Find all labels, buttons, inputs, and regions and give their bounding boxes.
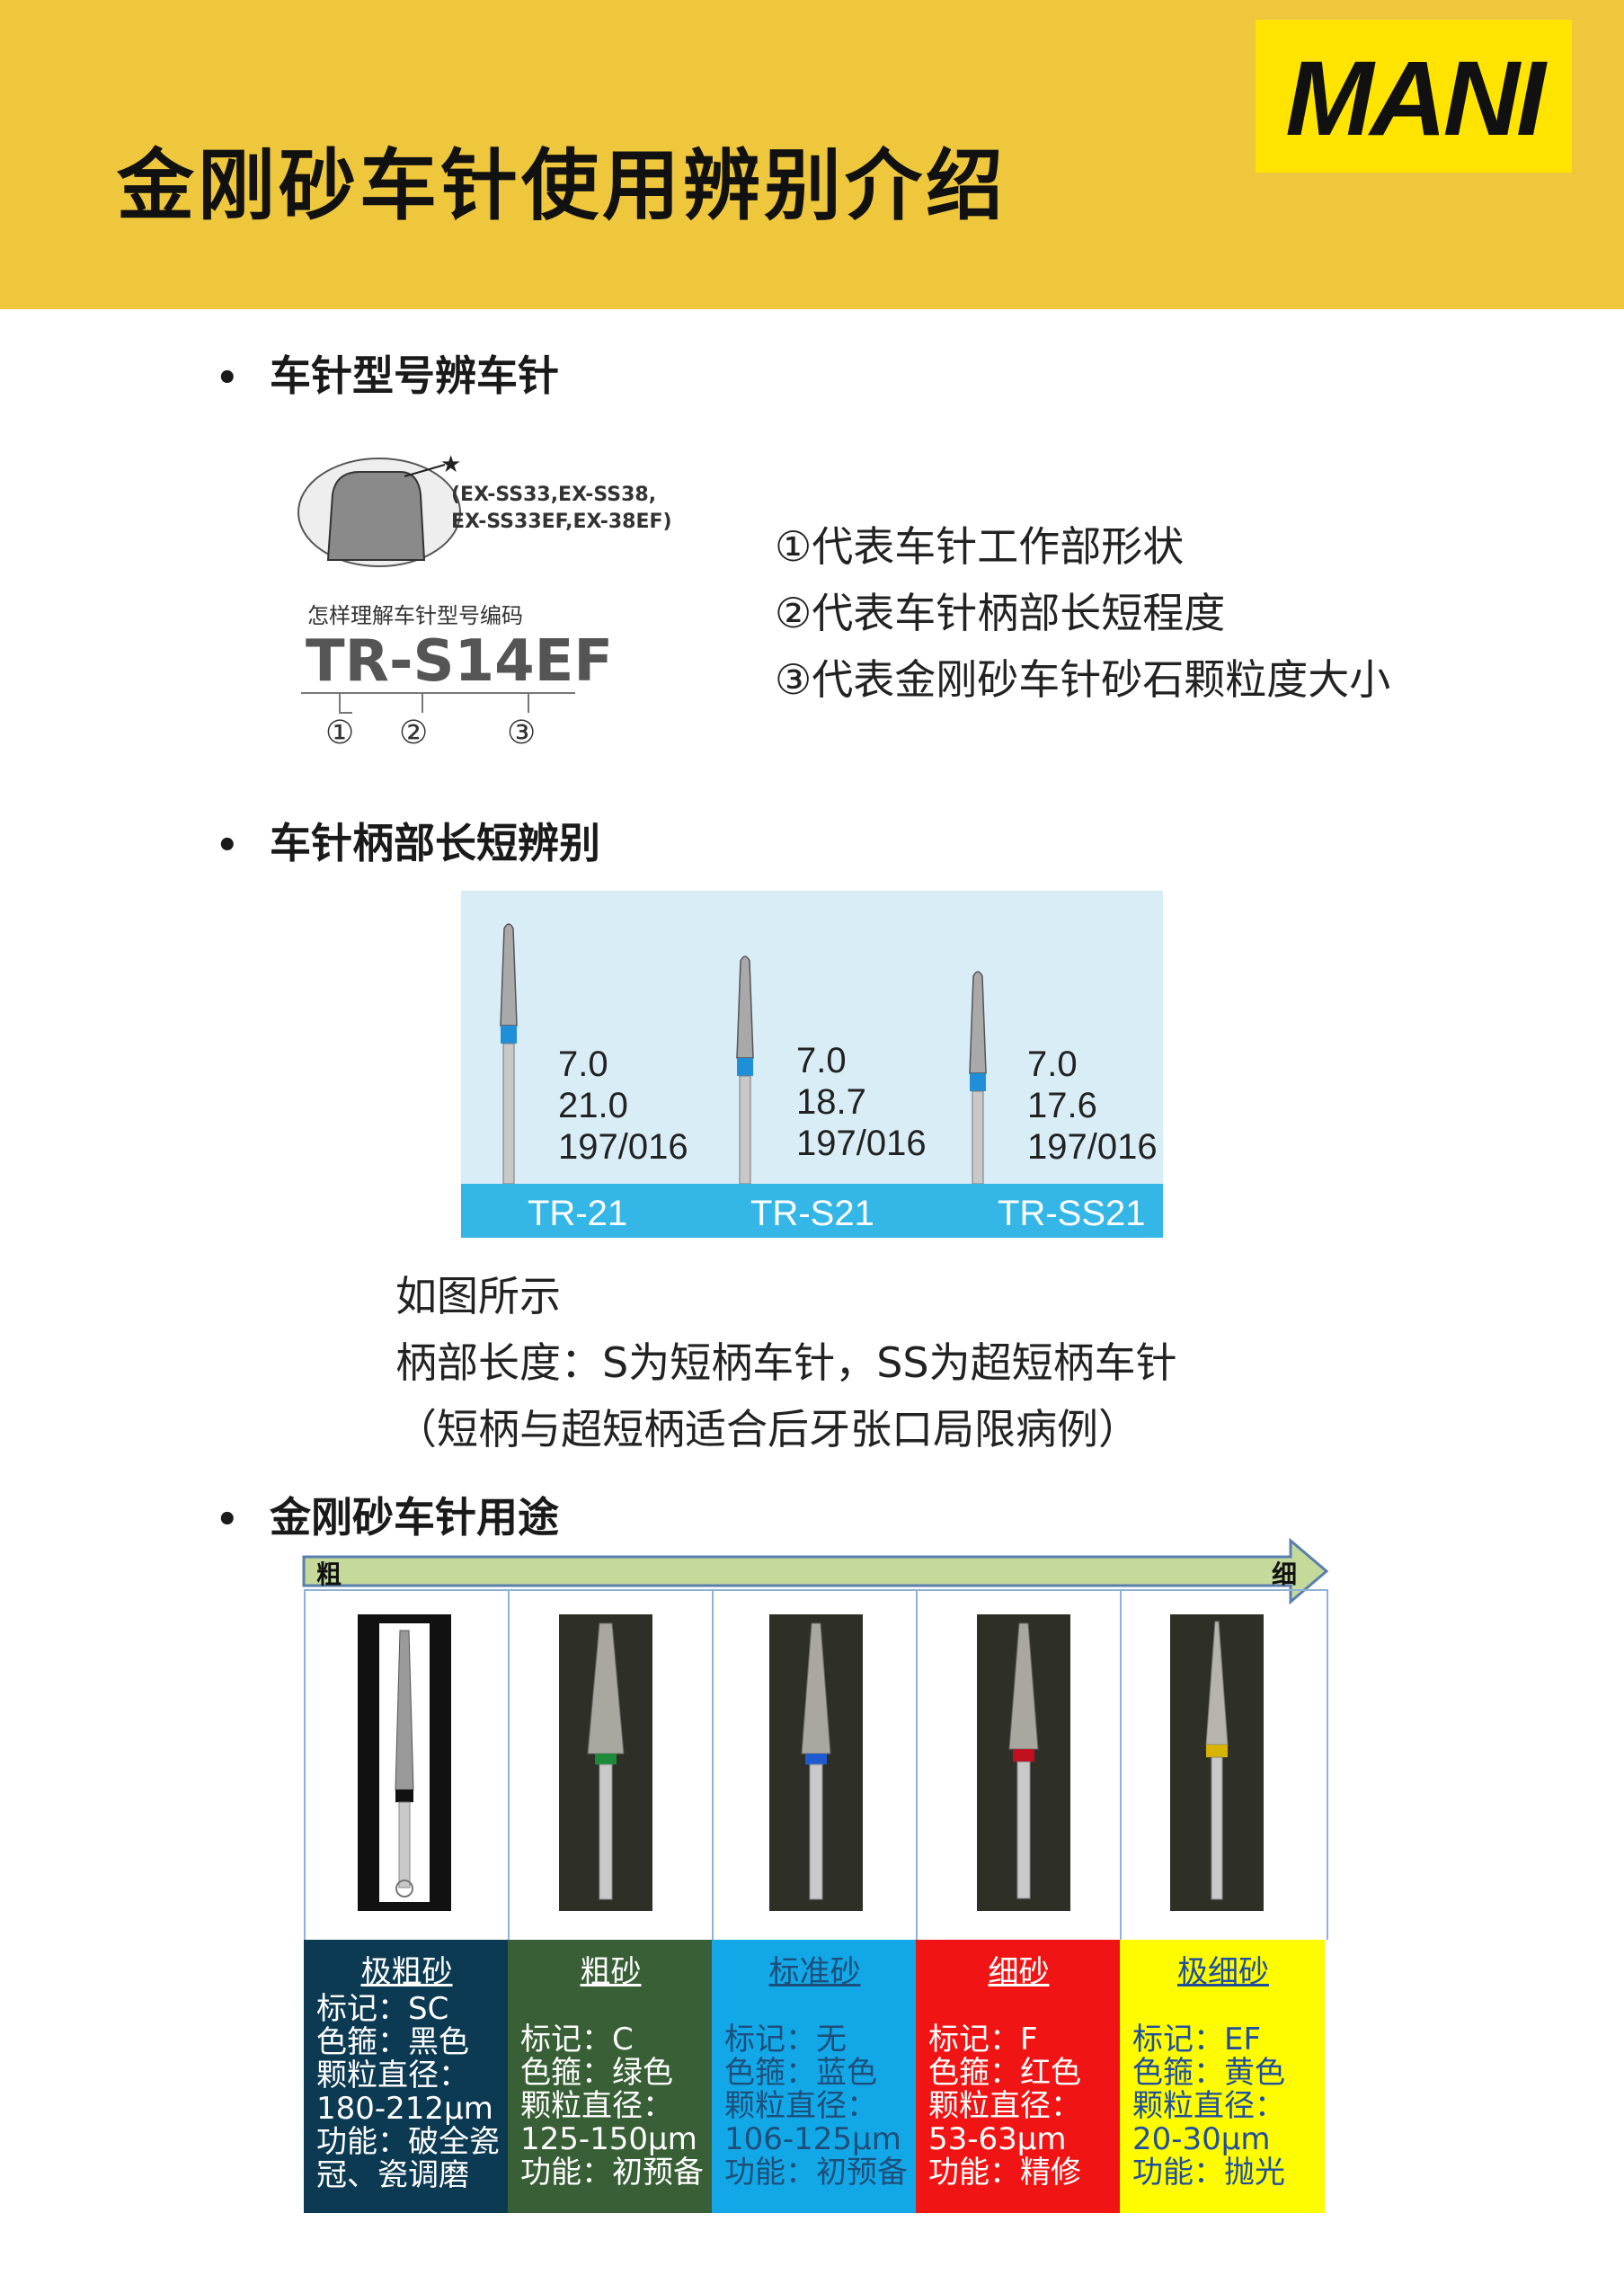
header-band: 金刚砂车针使用辨别介绍 MANI bbox=[0, 0, 1624, 309]
grit-cell-sc: 极粗砂 标记：SC 色箍：黑色 颗粒直径： 180-212μm 功能：破全瓷 冠… bbox=[304, 1940, 508, 2213]
bur-photo-c bbox=[559, 1614, 652, 1911]
bur-cell-c bbox=[508, 1591, 714, 1940]
grit-cell-ef: 极细砂 标记：EF 色箍：黄色 颗粒直径： 20-30μm 功能：抛光 bbox=[1120, 1940, 1325, 2213]
bur-tr-ss21 bbox=[969, 971, 987, 1185]
code-caption: 怎样理解车针型号编码 bbox=[307, 603, 523, 628]
page-title: 金刚砂车针使用辨别介绍 bbox=[117, 141, 1007, 231]
grit-title: 标准砂 bbox=[768, 1954, 861, 1990]
marker-1: ① bbox=[325, 715, 354, 751]
note-grit-size: ③代表金刚砂车针砂石颗粒度大小 bbox=[775, 655, 1391, 704]
coarse-to-fine-arrow bbox=[302, 1537, 1329, 1605]
shank-note-2: 柄部长度：S为短柄车针，SS为超短柄车针 bbox=[395, 1338, 1177, 1387]
note-shape: ①代表车针工作部形状 bbox=[775, 522, 1185, 571]
note-shank-length: ②代表车针柄部长短程度 bbox=[775, 589, 1226, 637]
bur-cell-sc bbox=[304, 1591, 510, 1940]
grit-title: 极细砂 bbox=[1177, 1954, 1269, 1990]
grit-cell-c: 粗砂 标记：C 色箍：绿色 颗粒直径： 125-150μm 功能：初预备 bbox=[508, 1940, 712, 2213]
marker-2: ② bbox=[399, 715, 428, 751]
grit-cell-f: 细砂 标记：F 色箍：红色 颗粒直径： 53-63μm 功能：精修 bbox=[916, 1940, 1120, 2213]
grit-title: 极粗砂 bbox=[360, 1954, 453, 1990]
shank-note-3: （短柄与超短柄适合后牙张口局限病例） bbox=[395, 1405, 1140, 1453]
reference-models-line1: (EX-SS33,EX-SS38, bbox=[451, 484, 656, 506]
star-icon: ★ bbox=[440, 451, 461, 478]
bur-name-tr-21: TR-21 bbox=[528, 1194, 628, 1233]
bur-photo-standard bbox=[769, 1614, 863, 1911]
bur-cell-standard bbox=[712, 1591, 918, 1940]
shank-figure-base bbox=[461, 1184, 1163, 1238]
marker-3: ③ bbox=[507, 715, 536, 751]
bur-name-tr-s21: TR-S21 bbox=[750, 1194, 874, 1233]
arrow-label-fine: 细 bbox=[1272, 1560, 1298, 1589]
grit-title: 粗砂 bbox=[580, 1954, 642, 1990]
bur-cell-f bbox=[916, 1591, 1122, 1940]
bur-tr-21 bbox=[500, 923, 518, 1185]
bur-name-tr-ss21: TR-SS21 bbox=[998, 1194, 1146, 1233]
bur-photo-f bbox=[977, 1614, 1070, 1911]
bur-photo-ef bbox=[1170, 1614, 1264, 1911]
shank-note-1: 如图所示 bbox=[395, 1272, 561, 1320]
section1-heading: •车针型号辨车针 bbox=[216, 351, 559, 400]
grit-burs-photo-row bbox=[304, 1589, 1328, 1942]
bur-photo-sc bbox=[358, 1614, 451, 1911]
shank-burs-illustration bbox=[500, 923, 987, 1185]
model-code-figure: ★ (EX-SS33,EX-SS38, EX-SS33EF,EX-38EF) 怎… bbox=[297, 451, 672, 751]
logo-text: MANI bbox=[1285, 40, 1548, 158]
mani-logo: MANI bbox=[1256, 20, 1572, 173]
section2-heading: •车针柄部长短辨别 bbox=[216, 819, 600, 867]
reference-models-line2: EX-SS33EF,EX-38EF) bbox=[451, 511, 672, 533]
section3-heading: •金刚砂车针用途 bbox=[216, 1493, 559, 1542]
pointer-line bbox=[404, 464, 446, 477]
model-code: TR-S14EF bbox=[306, 628, 613, 695]
mani-logo-mark: MANI bbox=[1285, 40, 1551, 158]
grit-info-row: 极粗砂 标记：SC 色箍：黑色 颗粒直径： 180-212μm 功能：破全瓷 冠… bbox=[304, 1940, 1328, 2213]
bur-cell-ef bbox=[1120, 1591, 1328, 1940]
arrow-label-coarse: 粗 bbox=[316, 1560, 342, 1589]
bur-tip-shape bbox=[326, 471, 426, 561]
grit-title: 细砂 bbox=[988, 1954, 1050, 1990]
grit-cell-standard: 标准砂 标记：无 色箍：蓝色 颗粒直径： 106-125μm 功能：初预备 bbox=[712, 1940, 916, 2213]
bur-tr-s21 bbox=[736, 955, 754, 1185]
